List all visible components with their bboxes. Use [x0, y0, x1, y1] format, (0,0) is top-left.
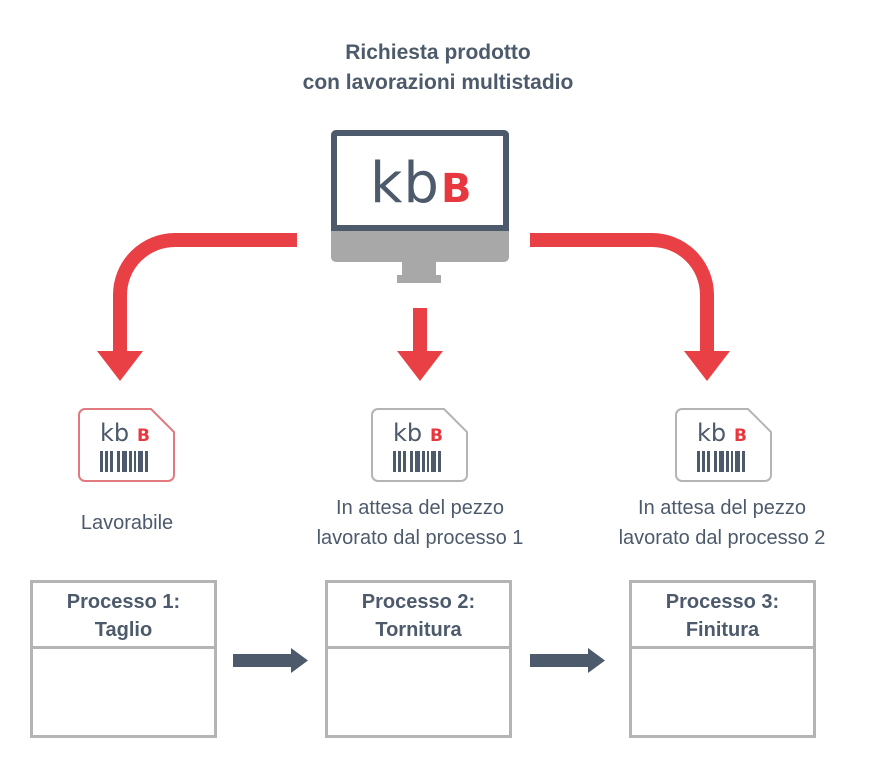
process-3-name: Finitura	[685, 619, 760, 641]
process-box-1: Processo 1: Taglio	[30, 580, 217, 738]
monitor-screen	[337, 136, 503, 225]
card-logo-kb: kb	[697, 419, 726, 447]
card-status-2-line-1: In attesa del pezzo	[336, 497, 504, 519]
red-arrow-right-head	[684, 351, 730, 381]
flow-arrow-1-to-2	[233, 648, 308, 673]
process-3-number: Processo 3:	[665, 591, 780, 613]
process-1-number: Processo 1:	[66, 591, 181, 613]
process-box-2-header: Processo 2: Tornitura	[328, 583, 509, 649]
process-box-3: Processo 3: Finitura	[629, 580, 816, 738]
red-arrow-left-line	[113, 233, 297, 352]
card-logo-b: B	[430, 426, 443, 446]
card-status-2: In attesa del pezzo lavorato dal process…	[270, 493, 570, 553]
monitor-logo-kb: kb	[370, 151, 440, 216]
flow-arrow-shaft	[530, 654, 590, 667]
card-logo-b: B	[137, 426, 150, 446]
card-status-1-line-1: Lavorabile	[80, 512, 174, 534]
card-logo-b: B	[734, 426, 747, 446]
red-arrow-middle-head	[397, 351, 443, 381]
barcode-icon	[393, 451, 441, 472]
kanban-card-1: kb B	[78, 408, 175, 482]
monitor-stand	[397, 275, 441, 283]
card-status-3-line-2: lavorato dal processo 2	[618, 527, 826, 549]
card-status-2-line-2: lavorato dal processo 1	[316, 527, 524, 549]
red-arrow-right	[530, 233, 730, 381]
process-1-name: Taglio	[94, 619, 153, 641]
title-line-1: Richiesta prodotto	[345, 41, 531, 64]
flow-arrow-2-to-3	[530, 648, 605, 673]
diagram-title: Richiesta prodotto con lavorazioni multi…	[0, 38, 876, 98]
red-arrow-left	[97, 233, 297, 381]
card-logo-kb: kb	[100, 419, 129, 447]
process-2-name: Tornitura	[375, 619, 462, 641]
red-arrow-middle-line	[413, 308, 427, 352]
process-box-1-header: Processo 1: Taglio	[33, 583, 214, 649]
process-2-number: Processo 2:	[361, 591, 476, 613]
title-line-2: con lavorazioni multistadio	[302, 71, 574, 94]
flow-arrow-shaft	[233, 654, 293, 667]
card-status-1: Lavorabile	[27, 508, 227, 538]
process-box-3-header: Processo 3: Finitura	[632, 583, 813, 649]
flow-arrow-head	[588, 648, 605, 673]
monitor-neck	[402, 262, 436, 276]
monitor-logo-b: B	[441, 166, 472, 212]
kanban-card-3: kb B	[675, 408, 772, 482]
process-box-2: Processo 2: Tornitura	[325, 580, 512, 738]
card-status-3: In attesa del pezzo lavorato dal process…	[572, 493, 872, 553]
red-arrow-middle	[397, 308, 443, 381]
barcode-icon	[697, 451, 745, 472]
flow-arrow-head	[291, 648, 308, 673]
card-status-3-line-1: In attesa del pezzo	[638, 497, 806, 519]
barcode-icon	[100, 451, 148, 472]
monitor-icon: kb B	[331, 130, 509, 283]
red-arrow-right-line	[530, 233, 714, 352]
red-arrow-left-head	[97, 351, 143, 381]
card-logo-kb: kb	[393, 419, 422, 447]
kanban-card-2: kb B	[371, 408, 468, 482]
